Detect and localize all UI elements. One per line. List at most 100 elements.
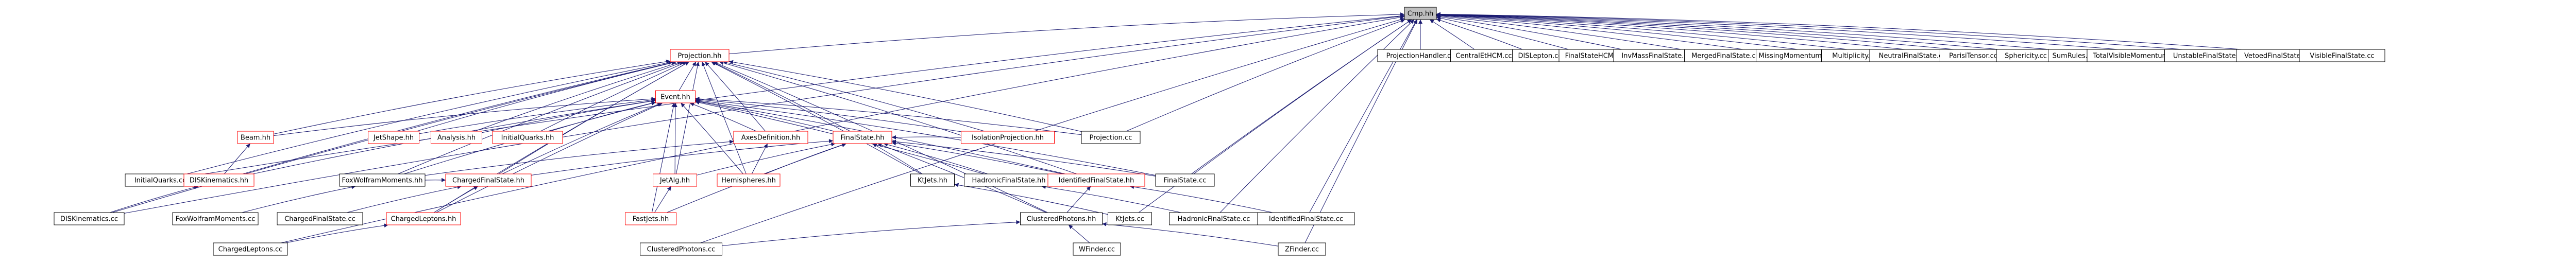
edge-final-state-hh-to-projection-hh bbox=[711, 61, 851, 132]
edge-kt-jets-hh-to-final-state-hh bbox=[872, 143, 923, 174]
node-label: MergedFinalState.cc bbox=[1691, 52, 1759, 60]
node-label: DISLepton.cc bbox=[1518, 52, 1562, 60]
node-identified-final-state-cc[interactable]: IdentifiedFinalState.cc bbox=[1257, 212, 1355, 225]
node-box bbox=[670, 49, 730, 62]
node-beam-hh[interactable]: Beam.hh bbox=[237, 131, 274, 144]
node-label: ChargedFinalState.cc bbox=[284, 216, 355, 223]
node-hadronic-final-state-cc[interactable]: HadronicFinalState.cc bbox=[1169, 212, 1259, 225]
node-box bbox=[625, 212, 676, 225]
edge-fast-jets-hh-to-jet-alg-hh bbox=[654, 186, 671, 213]
node-dis-kinematics-cc[interactable]: DISKinematics.cc bbox=[54, 212, 125, 225]
edge-initial-quarks-cc-to-projection-hh bbox=[187, 60, 673, 174]
node-label: ProjectionHandler.cc bbox=[1386, 52, 1455, 60]
node-box bbox=[339, 173, 426, 187]
node-label: FoxWolframMoments.cc bbox=[176, 216, 256, 223]
node-zfinder-cc[interactable]: ZFinder.cc bbox=[1278, 242, 1326, 256]
edge-event-hh-to-projection-hh bbox=[679, 61, 697, 91]
node-final-state-cc[interactable]: FinalState.cc bbox=[1155, 173, 1215, 187]
edge-beam-hh-to-projection-hh bbox=[273, 59, 671, 134]
node-label: VetoedFinalState.cc bbox=[2244, 52, 2310, 60]
edge-final-state-cc-to-event-hh bbox=[695, 98, 1156, 176]
node-box bbox=[172, 212, 259, 225]
edge-wfinder-cc-to-clustered-photons-hh bbox=[1068, 224, 1090, 243]
edge-projection-cc-to-cmp bbox=[1126, 19, 1405, 132]
edge-dis-lepton-cc-to-cmp bbox=[1436, 18, 1523, 50]
node-initial-quarks-cc[interactable]: InitialQuarks.cc bbox=[125, 173, 196, 187]
node-initial-quarks-hh[interactable]: InitialQuarks.hh bbox=[492, 131, 563, 144]
node-parisi-tensor-cc[interactable]: ParisiTensor.cc bbox=[1940, 49, 2007, 62]
edge-sum-rules-cc-to-cmp bbox=[1436, 12, 2048, 55]
node-hemispheres-hh[interactable]: Hemispheres.hh bbox=[717, 173, 781, 187]
node-dis-lepton-cc[interactable]: DISLepton.cc bbox=[1512, 49, 1568, 62]
node-label: MissingMomentum.cc bbox=[1759, 52, 1832, 60]
node-identified-final-state-hh[interactable]: IdentifiedFinalState.hh bbox=[1047, 173, 1145, 187]
node-wfinder-cc[interactable]: WFinder.cc bbox=[1073, 242, 1121, 256]
edge-dis-kinematics-hh-to-beam-hh bbox=[224, 143, 251, 174]
node-event-hh[interactable]: Event.hh bbox=[655, 90, 696, 103]
node-final-state-hh[interactable]: FinalState.hh bbox=[833, 131, 892, 144]
node-fox-wolfram-moments-cc[interactable]: FoxWolframMoments.cc bbox=[172, 212, 259, 225]
node-merged-final-state-cc[interactable]: MergedFinalState.cc bbox=[1684, 49, 1767, 62]
edge-final-state-cc-to-final-state-hh bbox=[891, 139, 1156, 177]
edge-inv-mass-final-state-cc-to-cmp bbox=[1436, 14, 1622, 50]
node-charged-final-state-cc[interactable]: ChargedFinalState.cc bbox=[277, 212, 363, 225]
node-isolation-projection-hh[interactable]: IsolationProjection.hh bbox=[961, 131, 1055, 144]
node-hadronic-final-state-hh[interactable]: HadronicFinalState.hh bbox=[964, 173, 1054, 187]
edge-charged-leptons-cc-to-cmp bbox=[281, 15, 1405, 243]
node-label: Hemispheres.hh bbox=[721, 177, 776, 185]
node-label: ParisiTensor.cc bbox=[1949, 52, 1997, 60]
node-box bbox=[1404, 7, 1437, 20]
node-box bbox=[1377, 49, 1464, 62]
edge-hemispheres-hh-to-projection-hh bbox=[701, 61, 747, 174]
node-fox-wolfram-moments-hh[interactable]: FoxWolframMoments.hh bbox=[339, 173, 426, 187]
node-central-etcm-cc[interactable]: CentralEtHCM.cc bbox=[1450, 49, 1517, 62]
node-box bbox=[277, 212, 363, 225]
node-cmp[interactable]: Cmp.hh bbox=[1404, 7, 1437, 20]
node-label: ChargedFinalState.hh bbox=[452, 177, 524, 185]
node-projection-handler-cc[interactable]: ProjectionHandler.cc bbox=[1377, 49, 1464, 62]
edge-clustered-photons-hh-to-identified-final-state-hh bbox=[1066, 186, 1091, 213]
node-charged-leptons-cc[interactable]: ChargedLeptons.cc bbox=[213, 242, 288, 256]
edge-zfinder-cc-to-clustered-photons-hh bbox=[1102, 222, 1279, 247]
node-box bbox=[368, 131, 419, 144]
node-charged-leptons-hh[interactable]: ChargedLeptons.hh bbox=[386, 212, 461, 225]
node-axes-definition-hh[interactable]: AxesDefinition.hh bbox=[733, 131, 808, 144]
dependency-edges bbox=[110, 12, 2300, 247]
node-projection-hh[interactable]: Projection.hh bbox=[670, 49, 730, 62]
node-label: Analysis.hh bbox=[437, 134, 476, 142]
edge-identified-final-state-cc-to-cmp bbox=[1309, 19, 1417, 213]
node-clustered-photons-hh[interactable]: ClusteredPhotons.hh bbox=[1020, 212, 1103, 225]
edge-multiplicity-cc-to-cmp bbox=[1436, 13, 1822, 53]
edge-dis-kinematics-cc-to-dis-kinematics-hh bbox=[110, 185, 198, 213]
node-label: TotalVisibleMomentum.cc bbox=[2092, 52, 2178, 60]
node-sphericity-cc[interactable]: Sphericity.cc bbox=[1996, 49, 2056, 62]
node-label: InitialQuarks.cc bbox=[134, 177, 186, 185]
node-dis-kinematics-hh[interactable]: DISKinematics.hh bbox=[183, 173, 255, 187]
node-box bbox=[492, 131, 563, 144]
edge-sphericity-cc-to-cmp bbox=[1436, 12, 1997, 54]
edge-jet-alg-hh-to-projection-hh bbox=[675, 61, 700, 174]
edge-axes-definition-hh-to-projection-hh bbox=[705, 61, 766, 132]
node-jet-shape-hh[interactable]: JetShape.hh bbox=[368, 131, 419, 144]
edge-projection-cc-to-projection-hh bbox=[728, 60, 1082, 132]
node-label: CentralEtHCM.cc bbox=[1455, 52, 1512, 60]
node-label: NeutralFinalState.cc bbox=[1879, 52, 1946, 60]
node-label: ChargedLeptons.hh bbox=[391, 216, 456, 223]
node-charged-final-state-hh[interactable]: ChargedFinalState.hh bbox=[445, 173, 532, 187]
node-kt-jets-hh[interactable]: KtJets.hh bbox=[910, 173, 955, 187]
node-clustered-photons-cc[interactable]: ClusteredPhotons.cc bbox=[640, 242, 722, 256]
node-label: Beam.hh bbox=[241, 134, 270, 142]
node-fast-jets-hh[interactable]: FastJets.hh bbox=[625, 212, 676, 225]
node-visible-final-state-cc[interactable]: VisibleFinalState.cc bbox=[2299, 49, 2385, 62]
node-label: Event.hh bbox=[660, 94, 690, 101]
node-kt-jets-cc[interactable]: KtJets.cc bbox=[1108, 212, 1152, 225]
node-label: DISKinematics.hh bbox=[190, 177, 248, 185]
node-box bbox=[961, 131, 1055, 144]
edge-initial-quarks-cc-to-cmp bbox=[195, 13, 1405, 176]
node-jet-alg-hh[interactable]: JetAlg.hh bbox=[653, 173, 697, 187]
node-analysis-hh[interactable]: Analysis.hh bbox=[431, 131, 482, 144]
edge-hemispheres-hh-to-final-state-hh bbox=[765, 143, 846, 174]
node-missing-momentum-cc[interactable]: MissingMomentum.cc bbox=[1756, 49, 1834, 62]
node-label: SumRules.cc bbox=[2053, 52, 2095, 60]
node-projection-cc[interactable]: Projection.cc bbox=[1081, 131, 1141, 144]
